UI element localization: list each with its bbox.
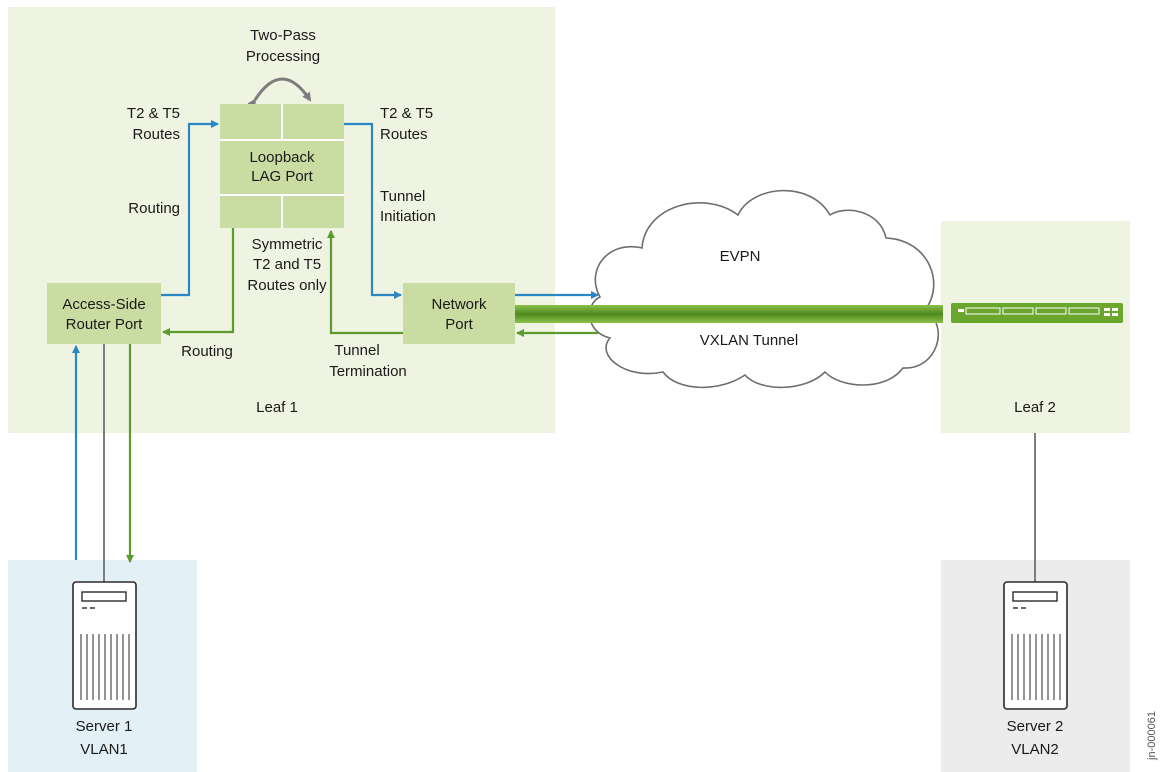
symmetric-label-line3: Routes only [247, 277, 327, 294]
routing-up-arrow [161, 120, 219, 297]
switch-icon [951, 303, 1123, 323]
loopback-lag-port [220, 104, 344, 228]
server1-name: Server 1 [76, 718, 133, 735]
server1-vlan: VLAN1 [80, 741, 128, 758]
symmetric-routing-arrow [162, 228, 235, 336]
evpn-cloud [588, 189, 940, 389]
network-port [403, 283, 515, 344]
access-port-label-line1: Access-Side [62, 296, 145, 313]
network-port-label-line1: Network [431, 296, 487, 313]
server2-name: Server 2 [1007, 718, 1064, 735]
tunnel-termination-label-line2: Termination [329, 363, 407, 380]
figure-id: jn-000061 [1146, 711, 1158, 761]
vxlan-tunnel-bar [515, 305, 943, 323]
tunnel-termination-label-line1: Tunnel [334, 342, 379, 359]
two-pass-arc [247, 77, 312, 109]
two-pass-label-line1: Two-Pass [250, 27, 316, 44]
tunnel-initiation-label-line1: Tunnel [380, 188, 425, 205]
routes-left-label-line2: Routes [132, 126, 180, 143]
symmetric-label-line1: Symmetric [252, 236, 323, 253]
network-port-label-line2: Port [445, 316, 473, 333]
server-icon [72, 581, 137, 710]
leaf2-region [941, 221, 1130, 433]
access-port-label-line2: Router Port [66, 316, 144, 333]
two-pass-label-line2: Processing [246, 48, 320, 65]
tunnel-initiation-label-line2: Initiation [380, 208, 436, 225]
server2-vlan: VLAN2 [1011, 741, 1059, 758]
tunnel-termination-arrow [327, 230, 403, 335]
leaf2-label: Leaf 2 [1014, 399, 1056, 416]
routes-left-label-line1: T2 & T5 [127, 105, 180, 122]
symmetric-label-line2: T2 and T5 [253, 256, 321, 273]
evpn-label: EVPN [720, 248, 761, 265]
routes-right-label-line2: Routes [380, 126, 428, 143]
server-icon [1003, 581, 1068, 710]
loopback-label-line2: LAG Port [251, 168, 314, 185]
routes-right-label-line1: T2 & T5 [380, 105, 433, 122]
routing-upper-label: Routing [128, 200, 180, 217]
loopback-label-line1: Loopback [249, 149, 315, 166]
leaf1-label: Leaf 1 [256, 399, 298, 416]
vxlan-tunnel-label: VXLAN Tunnel [700, 332, 798, 349]
access-side-router-port [47, 283, 161, 344]
routing-lower-label: Routing [181, 343, 233, 360]
tunnel-initiation-arrow [344, 122, 402, 299]
